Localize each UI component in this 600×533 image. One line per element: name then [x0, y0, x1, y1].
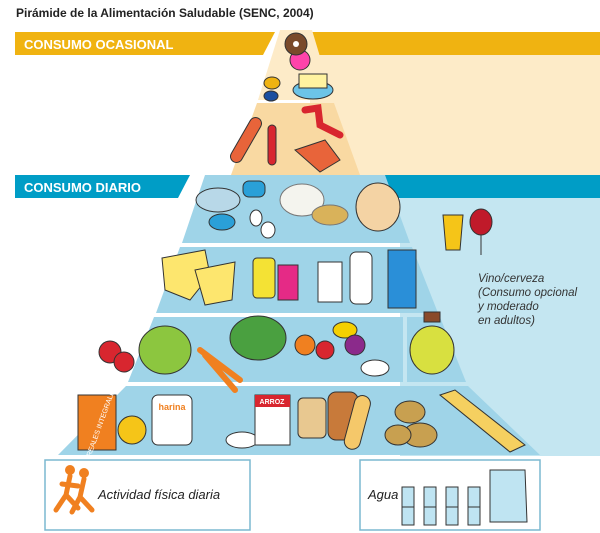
- potatoes-icon: [384, 400, 438, 448]
- canned-fish-icon: [208, 180, 266, 231]
- ham-icon: [294, 139, 341, 173]
- rice-label: ARROZ: [260, 399, 286, 406]
- rice-icon: ARROZ: [225, 394, 291, 449]
- fish-icon: [195, 187, 241, 213]
- donuts-icon: [284, 32, 311, 71]
- water-glasses-icon: [401, 486, 481, 526]
- wine-note-line: (Consumo opcional: [478, 287, 578, 299]
- pasta-icon: [438, 389, 526, 453]
- wine-note-line: Vino/cerveza: [478, 273, 545, 285]
- wine-note-line: y moderado: [478, 301, 539, 313]
- chicken-icon: [355, 182, 401, 232]
- occasional-band-label: CONSUMO OCASIONAL: [24, 37, 174, 52]
- cheese-icon: [161, 249, 236, 306]
- bread-icon: [297, 391, 371, 450]
- runners-icon: [53, 465, 95, 515]
- candy-icon: [263, 76, 281, 102]
- activity-label: Actividad física diaria: [98, 487, 221, 502]
- butter-icon: [292, 73, 334, 100]
- occasional-band-right: [310, 32, 600, 55]
- flour-bag-icon: harina: [151, 394, 193, 446]
- daily-band: [15, 175, 190, 198]
- flour-label: harina: [158, 402, 186, 412]
- cereal-bowl-icon: [117, 415, 147, 445]
- olive-oil-icon: [409, 311, 455, 375]
- occasional-band: [15, 32, 275, 55]
- wine-note-line: en adultos): [478, 315, 535, 327]
- legumes-icon: [279, 183, 349, 226]
- milk-icon: [317, 249, 417, 309]
- fruits-icon: [294, 321, 390, 377]
- wine-note: Vino/cerveza (Consumo opcional y moderad…: [478, 272, 577, 328]
- daily-band-label: CONSUMO DIARIO: [24, 180, 141, 195]
- eggs-icon: [249, 209, 276, 239]
- daily-band-right: [385, 175, 600, 198]
- wine-beer-icon: [442, 208, 493, 255]
- yogurt-icon: [252, 257, 299, 301]
- sausages-icon: [230, 103, 344, 166]
- occasional-right-panel: [310, 55, 600, 175]
- water-label: Agua: [368, 487, 399, 502]
- vegetables-icon: [98, 315, 287, 393]
- page-title: Pirámide de la Alimentación Saludable (S…: [16, 6, 314, 20]
- water-jug-icon: [489, 469, 528, 523]
